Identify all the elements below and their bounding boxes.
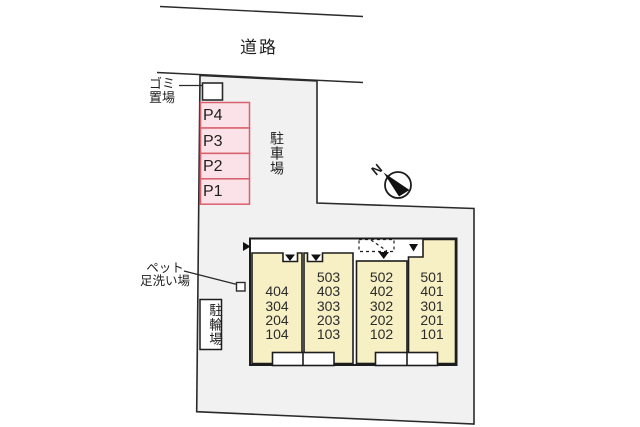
unit-number: 204 — [265, 311, 289, 328]
unit-block-1 — [251, 252, 303, 365]
unit-number: 404 — [265, 283, 289, 300]
bicycle-parking-box — [199, 298, 223, 351]
unit-number: 403 — [316, 283, 341, 300]
garbage-area-label-line1: ゴミ — [149, 76, 176, 91]
unit-number: 201 — [420, 311, 444, 328]
road-lower-edge — [156, 71, 364, 84]
parking-spot-p3-label: P3 — [203, 132, 223, 150]
unit-number: 101 — [420, 326, 444, 342]
pet-wash-box — [235, 281, 246, 292]
entrance-arrow-corridor-icon — [409, 244, 418, 252]
parking-spot-p2-label: P2 — [203, 158, 223, 175]
unit-column-3: 502 402 302 202 102 — [356, 269, 407, 342]
bicycle-parking-label: 駐輪場 — [207, 303, 222, 347]
unit-number: 301 — [420, 297, 444, 314]
unit-number — [252, 270, 302, 284]
unit-number: 103 — [316, 326, 341, 342]
unit-number: 304 — [265, 297, 289, 314]
pet-wash-label-line2: 足洗い場 — [139, 274, 190, 288]
unit-number: 102 — [369, 326, 394, 342]
unit-number: 503 — [316, 269, 341, 285]
unit-number: 203 — [316, 311, 341, 328]
road-label: 道路 — [240, 38, 278, 57]
garbage-area-label: ゴミ 置場 — [149, 77, 175, 104]
parking-spot-p1 — [199, 178, 251, 205]
unit-number: 202 — [369, 311, 394, 328]
unit-number: 104 — [265, 326, 289, 342]
garbage-box — [201, 82, 224, 101]
unit-number: 302 — [369, 297, 394, 314]
unit-column-4: 501 401 301 201 101 — [408, 269, 456, 342]
entrance-arrow-unit1-icon — [285, 254, 295, 261]
unit-column-2: 503 403 303 203 103 — [304, 269, 353, 342]
unit-number: 303 — [316, 297, 341, 314]
unit-number: 402 — [369, 283, 394, 300]
pet-wash-label-line1: ペット — [146, 260, 184, 275]
entrance-arrow-unit2-icon — [311, 254, 321, 261]
parking-spot-p2 — [199, 152, 251, 180]
parking-area-label: 駐車場 — [269, 131, 285, 176]
road-upper-edge — [159, 5, 364, 18]
compass-needle — [383, 172, 410, 197]
entrance-arrow-left-icon — [243, 242, 251, 251]
parking-spot-p4-label: P4 — [203, 107, 223, 124]
unit-number: 501 — [420, 269, 444, 285]
pet-wash-leader-line — [183, 270, 238, 286]
garbage-area-label-line2: 置場 — [149, 89, 176, 105]
parking-spot-p1-label: P1 — [203, 183, 223, 201]
pet-wash-label: ペット 足洗い場 — [135, 260, 195, 289]
unit-number: 502 — [369, 269, 394, 285]
unit-block-3 — [355, 260, 408, 365]
entrance-arrow-unit3-icon — [378, 252, 389, 259]
unit-number: 401 — [420, 283, 444, 300]
unit-column-1: 404 304 204 104 — [252, 270, 302, 341]
